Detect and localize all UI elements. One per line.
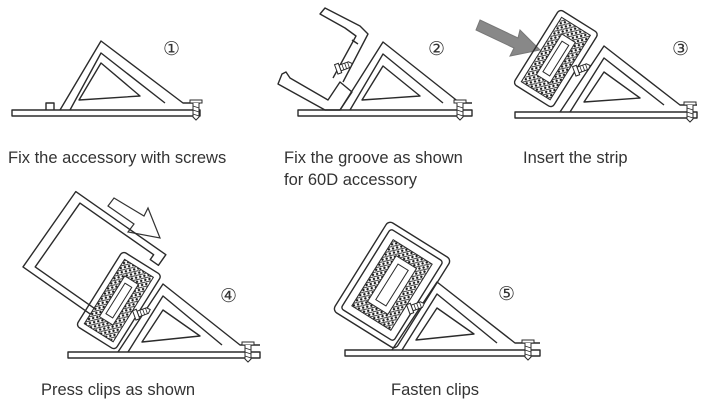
step-number-5: ⑤ xyxy=(498,283,516,305)
step-number-4: ④ xyxy=(220,285,238,307)
step-number-2: ② xyxy=(428,38,446,60)
step-number-1: ① xyxy=(163,38,181,60)
step4-drawing xyxy=(22,190,261,363)
step-caption-3: Insert the strip xyxy=(523,149,628,167)
step-caption-2-line2: for 60D accessory xyxy=(284,171,417,189)
step-caption-4: Press clips as shown xyxy=(41,381,196,399)
step3-drawing xyxy=(475,9,698,123)
step-caption-2-line1: Fix the groove as shown xyxy=(284,149,463,167)
step2-drawing xyxy=(277,7,473,121)
step1-drawing xyxy=(11,40,203,121)
step5-drawing xyxy=(333,221,541,361)
step-caption-1: Fix the accessory with screws xyxy=(8,149,227,167)
step-number-3: ③ xyxy=(672,38,690,60)
step-caption-5: Fasten clips xyxy=(391,381,480,399)
